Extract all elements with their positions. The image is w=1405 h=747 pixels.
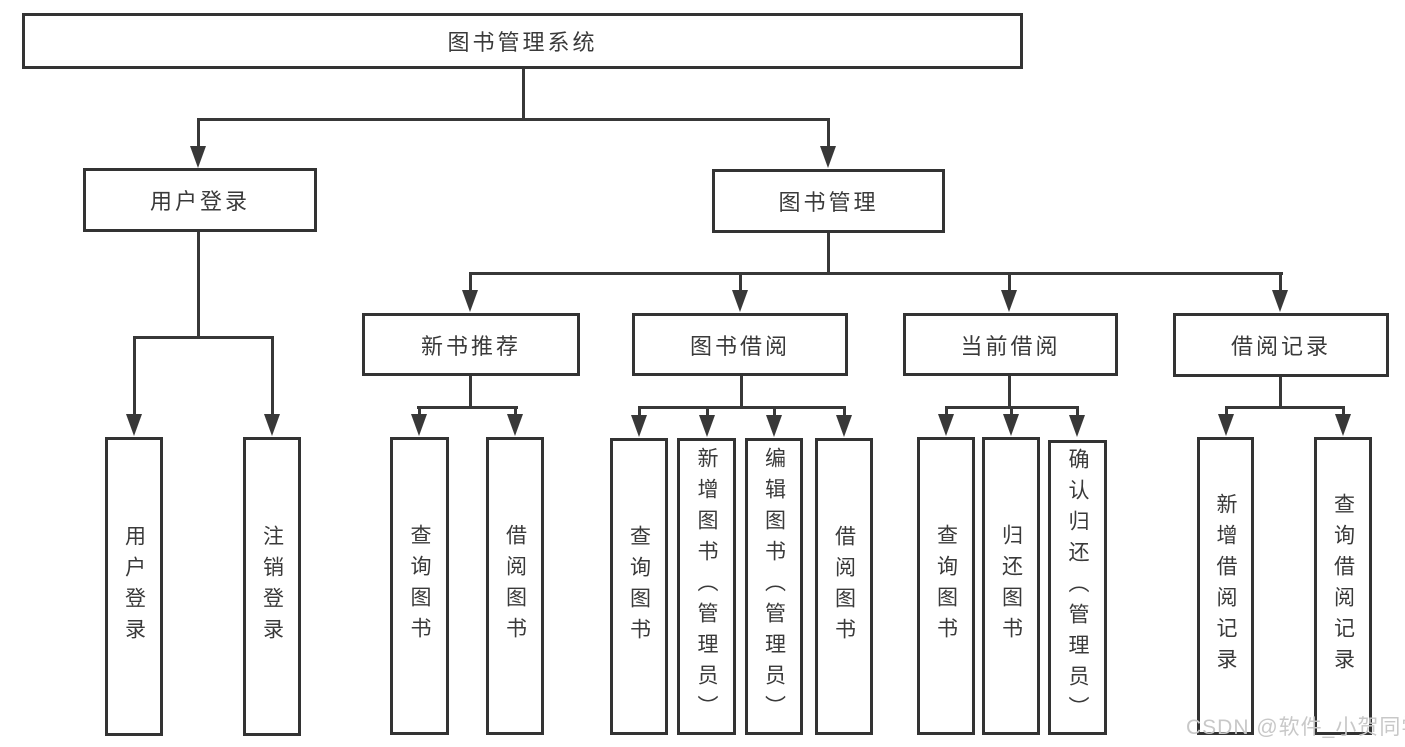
connector-line xyxy=(638,406,845,409)
leaf-br-query-record: 查询借阅记录 xyxy=(1314,437,1372,735)
connector-line xyxy=(1076,406,1079,418)
leaf-br-add-record: 新增借阅记录 xyxy=(1197,437,1254,735)
connector-line xyxy=(469,272,1283,275)
connector-line xyxy=(1279,272,1282,293)
leaf-cb-return-books: 归还图书 xyxy=(982,437,1040,735)
connector-line xyxy=(706,406,709,418)
arrow-down-icon xyxy=(411,414,427,436)
connector-line xyxy=(1225,406,1228,418)
connector-line xyxy=(773,406,776,418)
arrow-down-icon xyxy=(1001,290,1017,312)
arrow-down-icon xyxy=(836,415,852,437)
connector-line xyxy=(418,406,421,418)
arrow-down-icon xyxy=(732,290,748,312)
arrow-down-icon xyxy=(938,414,954,436)
connector-line xyxy=(522,69,525,118)
arrow-down-icon xyxy=(820,146,836,168)
node-user-login: 用户登录 xyxy=(83,168,317,232)
connector-line xyxy=(417,406,518,409)
watermark-text: CSDN @软件_小贺同学 xyxy=(1186,716,1405,739)
connector-line xyxy=(638,406,641,418)
connector-line xyxy=(514,406,517,418)
connector-line xyxy=(1342,406,1345,418)
connector-line xyxy=(739,272,742,293)
arrow-down-icon xyxy=(1218,414,1234,436)
connector-line xyxy=(1008,376,1011,408)
arrow-down-icon xyxy=(699,415,715,437)
connector-line xyxy=(197,118,200,150)
connector-line xyxy=(133,336,136,416)
arrow-down-icon xyxy=(126,414,142,436)
leaf-bb-add-books-admin: 新增图书（管理员） xyxy=(677,438,736,735)
leaf-bb-query-books: 查询图书 xyxy=(610,438,668,735)
leaf-bb-borrow-books: 借阅图书 xyxy=(815,438,873,735)
arrow-down-icon xyxy=(1335,414,1351,436)
connector-line xyxy=(133,336,273,339)
arrow-down-icon xyxy=(190,146,206,168)
node-book-borrow: 图书借阅 xyxy=(632,313,848,376)
leaf-bb-edit-books-admin: 编辑图书（管理员） xyxy=(745,438,803,735)
connector-line xyxy=(469,272,472,293)
node-book-management: 图书管理 xyxy=(712,169,945,233)
connector-line xyxy=(1010,406,1013,418)
node-root: 图书管理系统 xyxy=(22,13,1023,69)
leaf-user-login: 用户登录 xyxy=(105,437,163,736)
node-current-borrow: 当前借阅 xyxy=(903,313,1118,376)
arrow-down-icon xyxy=(1069,415,1085,437)
connector-line xyxy=(843,406,846,418)
leaf-rec-borrow-books: 借阅图书 xyxy=(486,437,544,735)
node-new-book-recommend: 新书推荐 xyxy=(362,313,580,376)
arrow-down-icon xyxy=(1003,414,1019,436)
leaf-cb-query-books: 查询图书 xyxy=(917,437,975,735)
connector-line xyxy=(197,232,200,336)
connector-line xyxy=(1225,406,1344,409)
connector-line xyxy=(740,376,743,408)
arrow-down-icon xyxy=(264,414,280,436)
connector-line xyxy=(827,233,830,275)
leaf-logout: 注销登录 xyxy=(243,437,301,736)
connector-line xyxy=(1008,272,1011,293)
node-borrow-records: 借阅记录 xyxy=(1173,313,1389,377)
arrow-down-icon xyxy=(1272,290,1288,312)
connector-line xyxy=(271,336,274,416)
leaf-cb-confirm-return-admin: 确认归还（管理员） xyxy=(1048,440,1107,735)
connector-line xyxy=(1279,377,1282,408)
connector-line xyxy=(197,118,830,121)
connector-line xyxy=(945,406,948,418)
connector-line xyxy=(827,118,830,150)
leaf-rec-query-books: 查询图书 xyxy=(390,437,449,735)
arrow-down-icon xyxy=(507,414,523,436)
arrow-down-icon xyxy=(766,415,782,437)
arrow-down-icon xyxy=(631,415,647,437)
arrow-down-icon xyxy=(462,290,478,312)
connector-line xyxy=(469,376,472,408)
